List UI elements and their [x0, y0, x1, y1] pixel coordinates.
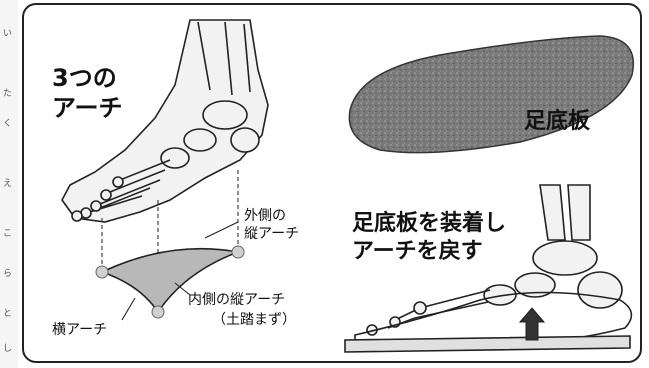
insole-label: 足底板: [524, 108, 590, 136]
caption-line2: アーチを戻す: [352, 238, 483, 266]
three-arches-title-line2: アーチ: [52, 93, 123, 123]
lateral-arch-label-line2: 縦アーチ: [244, 226, 299, 243]
insole-illustration: [349, 36, 633, 153]
three-arches-title-line1: 3つの: [52, 63, 117, 93]
medial-arch-label-line1: 内側の縦アーチ: [188, 292, 285, 309]
up-arrow-icon: [520, 308, 544, 340]
transverse-arch-label: 横アーチ: [52, 322, 107, 339]
caption-line1: 足底板を装着し: [352, 210, 506, 238]
medial-arch-label-line2: （土踏まず）: [212, 312, 296, 329]
lateral-arch-label-line1: 外側の: [244, 208, 286, 225]
